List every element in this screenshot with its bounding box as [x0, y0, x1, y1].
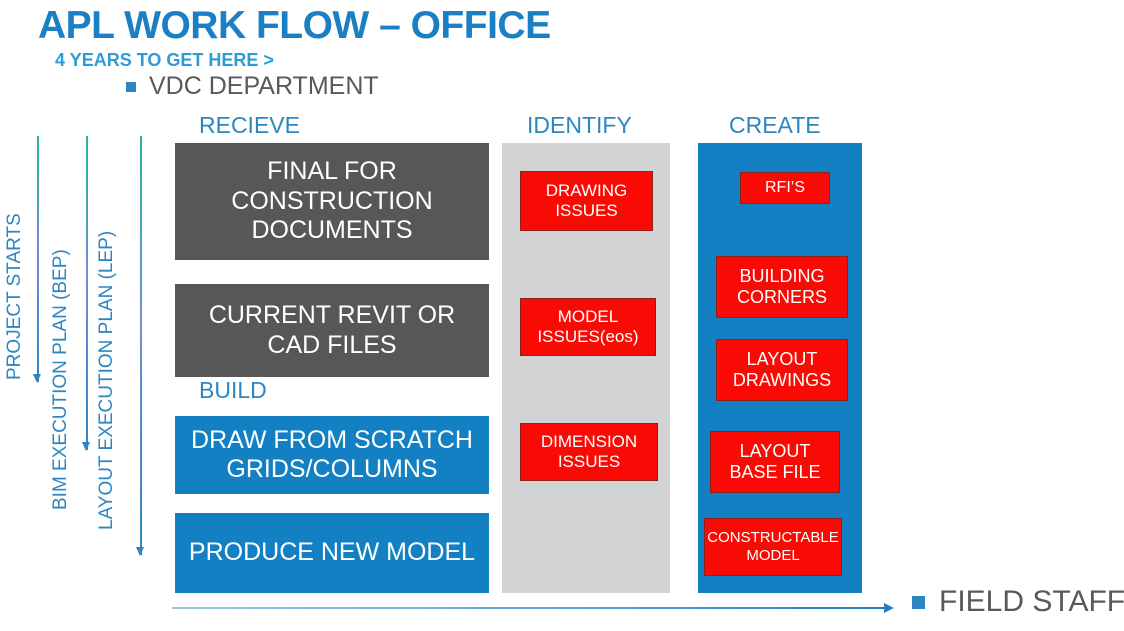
phase-label-layout-execution-plan: LAYOUT EXECUTION PLAN (LEP) — [96, 230, 117, 530]
column-header-identify: IDENTIFY — [527, 112, 632, 138]
square-bullet-icon-field-staff — [912, 595, 925, 609]
column-header-create: CREATE — [729, 112, 821, 138]
create-item-constructable-model[interactable]: CONSTRUCTABLE MODEL — [704, 518, 842, 576]
identify-item-drawing-issues[interactable]: DRAWING ISSUES — [520, 171, 653, 231]
identify-item-model-issues-eos[interactable]: MODEL ISSUES(eos) — [520, 298, 656, 356]
receive-item-final-for-construction-documents[interactable]: FINAL FOR CONSTRUCTION DOCUMENTS — [175, 143, 489, 260]
square-bullet-icon — [126, 81, 136, 92]
identify-item-dimension-issues[interactable]: DIMENSION ISSUES — [520, 423, 658, 481]
column-subheader-build: BUILD — [199, 377, 267, 403]
field-staff-label: FIELD STAFF — [939, 585, 1124, 618]
phase-label-project-starts: PROJECT STARTS — [4, 213, 25, 380]
down-arrow-icon-project-starts — [33, 136, 42, 383]
vdc-department-label: VDC DEPARTMENT — [149, 72, 379, 100]
page-subtitle: 4 YEARS TO GET HERE > — [55, 50, 274, 70]
identify-column-container: DRAWING ISSUES MODEL ISSUES(eos) DIMENSI… — [502, 143, 670, 593]
right-arrow-icon-workflow — [172, 603, 894, 613]
phase-label-bim-execution-plan: BIM EXECUTION PLAN (BEP) — [50, 249, 71, 510]
create-item-rfis[interactable]: RFI’S — [740, 172, 830, 204]
column-header-receive: RECIEVE — [199, 112, 300, 138]
create-item-building-corners[interactable]: BUILDING CORNERS — [716, 256, 848, 318]
down-arrow-icon-bim-execution-plan — [82, 136, 91, 451]
field-staff-bullet: FIELD STAFF — [912, 585, 1124, 619]
create-item-layout-base-file[interactable]: LAYOUT BASE FILE — [710, 431, 840, 493]
page-title: APL WORK FLOW – OFFICE — [38, 4, 551, 47]
create-column-container: RFI’S BUILDING CORNERS LAYOUT DRAWINGS L… — [698, 143, 862, 593]
create-item-layout-drawings[interactable]: LAYOUT DRAWINGS — [716, 339, 848, 401]
vdc-department-bullet: VDC DEPARTMENT — [126, 72, 379, 101]
build-item-draw-from-scratch-grids-columns[interactable]: DRAW FROM SCRATCH GRIDS/COLUMNS — [175, 416, 489, 494]
receive-item-current-revit-or-cad-files[interactable]: CURRENT REVIT OR CAD FILES — [175, 284, 489, 377]
build-item-produce-new-model[interactable]: PRODUCE NEW MODEL — [175, 513, 489, 593]
down-arrow-icon-layout-execution-plan — [136, 136, 145, 556]
